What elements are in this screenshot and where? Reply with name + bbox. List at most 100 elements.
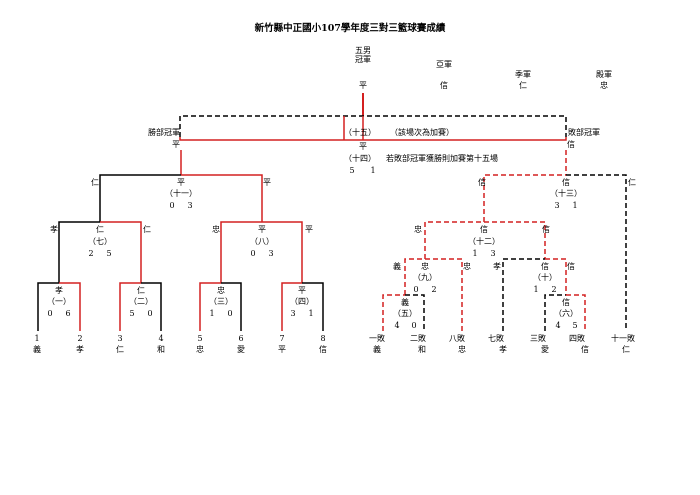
- third-team: 仁: [519, 81, 527, 90]
- winners-champion-team: 平: [172, 140, 180, 149]
- seed-4-team: 和: [157, 345, 165, 354]
- g11-label: （十一）: [165, 189, 197, 198]
- seed-2-team: 孝: [76, 345, 84, 354]
- bracket-line-32: [566, 294, 586, 331]
- bracket-line-6: [99, 174, 181, 222]
- loser-entry-4-team: 孝: [499, 345, 507, 354]
- g13-score-a: 3: [554, 201, 560, 210]
- loser-entry-1-label: 一敗: [369, 334, 385, 343]
- game14-score-b: 1: [370, 166, 376, 175]
- bracket-line-12: [37, 282, 59, 331]
- g3-winner: 忠: [217, 286, 225, 295]
- bracket-line-8: [58, 221, 100, 283]
- bracket-line-11: [262, 221, 303, 283]
- g13-left-team: 信: [478, 178, 486, 187]
- g10-winner: 信: [541, 262, 549, 271]
- bracket-line-26: [425, 258, 463, 331]
- loser-entry-2-label: 二敗: [410, 334, 426, 343]
- loser-entry-5-label: 三敗: [530, 334, 546, 343]
- seed-1-team: 義: [33, 345, 41, 354]
- g13-winner: 信: [562, 178, 570, 187]
- g2-label: （二）: [129, 297, 153, 306]
- g1-label: （一）: [47, 297, 71, 306]
- loser-entry-5-team: 愛: [541, 345, 549, 354]
- second-label: 亞軍: [436, 60, 452, 69]
- bracket-line-23: [424, 221, 484, 259]
- loser-entry-7-team: 仁: [622, 345, 630, 354]
- game14-score-a: 5: [349, 166, 355, 175]
- g10-score-a: 1: [533, 285, 539, 294]
- g8-right-team: 平: [305, 225, 313, 234]
- loser-entry-3-label: 八敗: [449, 334, 465, 343]
- g2-winner: 仁: [137, 286, 145, 295]
- g9-label: （九）: [413, 273, 437, 282]
- loser-entry-1-team: 義: [373, 345, 381, 354]
- g2-score-a: 5: [129, 309, 135, 318]
- g5-winner: 義: [401, 298, 409, 307]
- g12-right-team: 信: [542, 225, 550, 234]
- g6-winner: 信: [562, 298, 570, 307]
- seed-8-team: 信: [319, 345, 327, 354]
- g13-label: （十三）: [550, 189, 582, 198]
- g11-winner: 平: [177, 178, 185, 187]
- document-title: 新竹縣中正國小107學年度三對三籃球賽成績: [254, 23, 446, 34]
- seed-7-number: 7: [279, 334, 285, 343]
- g4-label: （四）: [290, 297, 314, 306]
- g7-right-team: 仁: [143, 225, 151, 234]
- g9-winner: 忠: [421, 262, 429, 271]
- bracket-line-25: [404, 258, 425, 295]
- winners-champion-label: 勝部冠軍: [148, 128, 180, 137]
- game14-team: 平: [359, 142, 367, 151]
- bracket-line-7: [181, 174, 263, 222]
- game15-note: （該場次為加賽）: [390, 128, 454, 137]
- g9-left-team: 義: [393, 262, 401, 271]
- bracket-line-29: [382, 294, 405, 331]
- bracket-line-1: [179, 115, 567, 137]
- g8-label: （八）: [250, 237, 274, 246]
- bracket-line-10: [220, 221, 262, 283]
- g9-score-a: 0: [413, 285, 419, 294]
- bracket-line-31: [544, 294, 566, 331]
- g10-left-team: 孝: [493, 262, 501, 271]
- bracket-line-13: [59, 282, 81, 331]
- bracket-line-18: [281, 282, 302, 331]
- seed-1-number: 1: [34, 334, 40, 343]
- g7-left-team: 孝: [50, 225, 58, 234]
- g5-label: （五）: [393, 309, 417, 318]
- fourth-label: 殿軍: [596, 70, 612, 79]
- loser-entry-6-label: 四敗: [569, 334, 585, 343]
- g3-score-a: 1: [209, 309, 215, 318]
- losers-champion-label: 敗部冠軍: [568, 128, 600, 137]
- g12-score-b: 3: [490, 249, 496, 258]
- g11-right-team: 平: [263, 178, 271, 187]
- g12-left-team: 忠: [414, 225, 422, 234]
- bracket-line-14: [119, 282, 141, 331]
- g6-score-a: 4: [555, 321, 561, 330]
- g13-right-team: 仁: [628, 178, 636, 187]
- bracket-line-22: [566, 174, 627, 331]
- g7-label: （七）: [88, 237, 112, 246]
- loser-entry-2-team: 和: [418, 345, 426, 354]
- g10-right-team: 信: [567, 262, 575, 271]
- g10-label: （十）: [533, 273, 557, 282]
- bracket-line-28: [545, 258, 567, 295]
- fourth-team: 忠: [600, 81, 608, 90]
- seed-5-team: 忠: [196, 345, 204, 354]
- g5-score-b: 0: [411, 321, 417, 330]
- g7-winner: 仁: [96, 225, 104, 234]
- g7-score-b: 5: [106, 249, 112, 258]
- g5-score-a: 4: [394, 321, 400, 330]
- champion-team: 平: [359, 81, 367, 90]
- bracket-line-9: [100, 221, 142, 283]
- g11-score-b: 3: [187, 201, 193, 210]
- bracket-line-17: [221, 282, 242, 331]
- g4-winner: 平: [298, 286, 306, 295]
- seed-8-number: 8: [320, 334, 326, 343]
- g9-score-b: 2: [431, 285, 437, 294]
- seed-4-number: 4: [158, 334, 164, 343]
- game14-note: 若敗部冠軍獲勝則加賽第十五場: [386, 154, 498, 163]
- g12-winner: 信: [480, 225, 488, 234]
- g7-score-a: 2: [88, 249, 94, 258]
- g11-left-team: 仁: [91, 178, 99, 187]
- bracket-line-30: [405, 294, 425, 331]
